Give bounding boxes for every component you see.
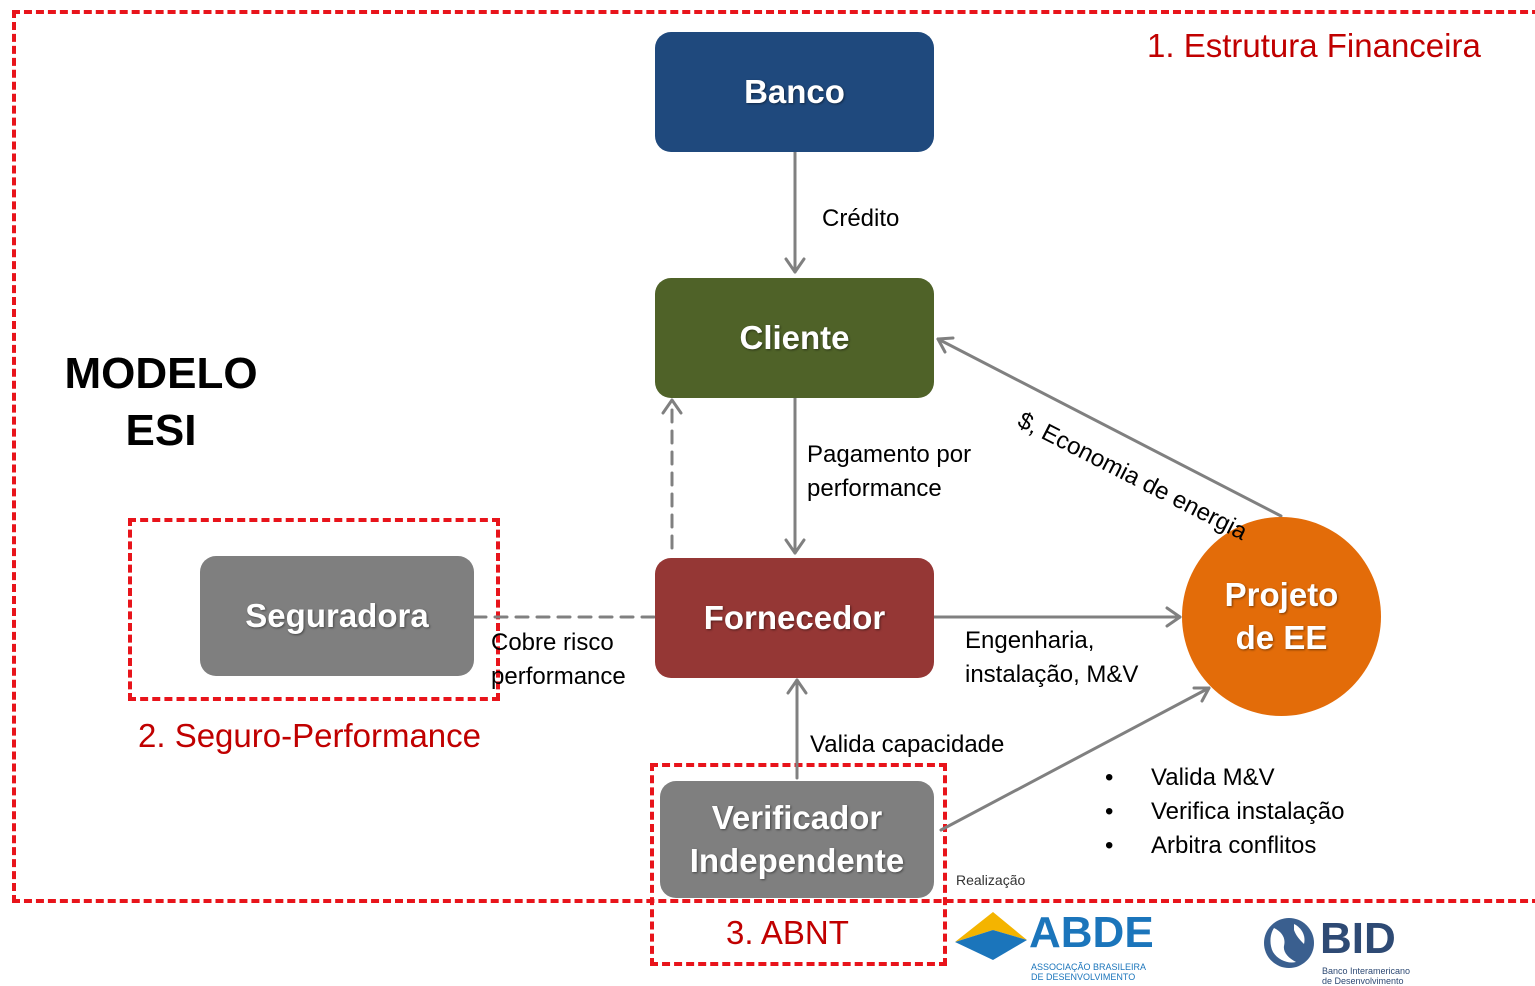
- abde-logo-mark: [955, 912, 1027, 960]
- abde-logo-name: ABDE: [1029, 908, 1154, 957]
- abde-sub1: ASSOCIAÇÃO BRASILEIRA: [1031, 962, 1147, 972]
- financial-structure-frame: [12, 10, 1535, 903]
- realizacao-label: Realização: [956, 872, 1026, 888]
- abnt-frame-title: 3. ABNT: [726, 914, 849, 951]
- engenharia-line2: instalação, M&V: [965, 660, 1139, 688]
- projeto-node: Projeto de EE: [1182, 517, 1381, 716]
- abde-logo: ABDE ASSOCIAÇÃO BRASILEIRA DE DESENVOLVI…: [953, 906, 1154, 982]
- verifier-task-list: Valida M&V Verifica instalação Arbitra c…: [1105, 761, 1344, 863]
- projeto-line2: de EE: [1235, 618, 1328, 656]
- projeto-line1: Projeto: [1224, 576, 1339, 614]
- pagamento-line2: performance: [807, 474, 942, 502]
- pagamento-line1: Pagamento por: [807, 441, 972, 468]
- insurance-frame-title: 2. Seguro-Performance: [138, 717, 482, 754]
- verificador-line1: Verificador: [711, 799, 883, 837]
- banco-node: Banco: [655, 32, 934, 152]
- arrow-fornecedor-cliente-dashed: [661, 398, 683, 550]
- arrow-cliente-fornecedor: [784, 396, 806, 555]
- engenharia-line1: Engenharia,: [965, 627, 1095, 654]
- insurance-frame: [128, 518, 500, 701]
- cobre-label: Cobre risco performance: [491, 626, 626, 693]
- task-verifica-instalacao: Verifica instalação: [1105, 795, 1344, 829]
- credito-label: Crédito: [822, 205, 900, 232]
- bid-logo-name: BID: [1320, 914, 1396, 963]
- arrow-fornecedor-projeto: [932, 606, 1182, 628]
- bid-sub1: Banco Interamericano: [1322, 966, 1411, 976]
- bid-logo-mark: [1264, 918, 1314, 968]
- seguradora-node: Seguradora: [200, 556, 474, 676]
- model-title: MODELO ESI: [40, 345, 282, 459]
- pagamento-label: Pagamento por performance: [807, 438, 971, 505]
- task-arbitra-conflitos: Arbitra conflitos: [1105, 829, 1344, 863]
- bid-logo-subtitle: Banco Interamericano de Desenvolvimento: [1322, 966, 1410, 986]
- verificador-line2: Independente: [689, 841, 905, 879]
- model-title-line1: MODELO: [64, 349, 258, 398]
- financial-structure-title: 1. Estrutura Financeira: [1147, 27, 1481, 64]
- arrow-verificador-projeto: [939, 686, 1211, 832]
- abde-sub2: DE DESENVOLVIMENTO: [1031, 972, 1136, 982]
- fornecedor-node: Fornecedor: [655, 558, 934, 678]
- verificador-node: Verificador Independente: [660, 781, 934, 898]
- arrow-verificador-fornecedor: [786, 678, 808, 780]
- model-title-line2: ESI: [125, 406, 197, 455]
- arrow-banco-cliente: [784, 150, 806, 274]
- arrow-projeto-cliente: [936, 336, 1283, 518]
- cobre-line1: Cobre risco: [491, 629, 614, 656]
- engenharia-label: Engenharia, instalação, M&V: [965, 624, 1138, 691]
- valida-capacidade-label: Valida capacidade: [810, 731, 1005, 758]
- bid-logo: BID Banco Interamericano de Desenvolvime…: [1258, 910, 1438, 986]
- cliente-node: Cliente: [655, 278, 934, 398]
- abde-logo-subtitle: ASSOCIAÇÃO BRASILEIRA DE DESENVOLVIMENTO: [1031, 962, 1146, 982]
- bid-sub2: de Desenvolvimento: [1322, 976, 1404, 986]
- cobre-line2: performance: [491, 662, 626, 690]
- task-valida-mv: Valida M&V: [1105, 761, 1344, 795]
